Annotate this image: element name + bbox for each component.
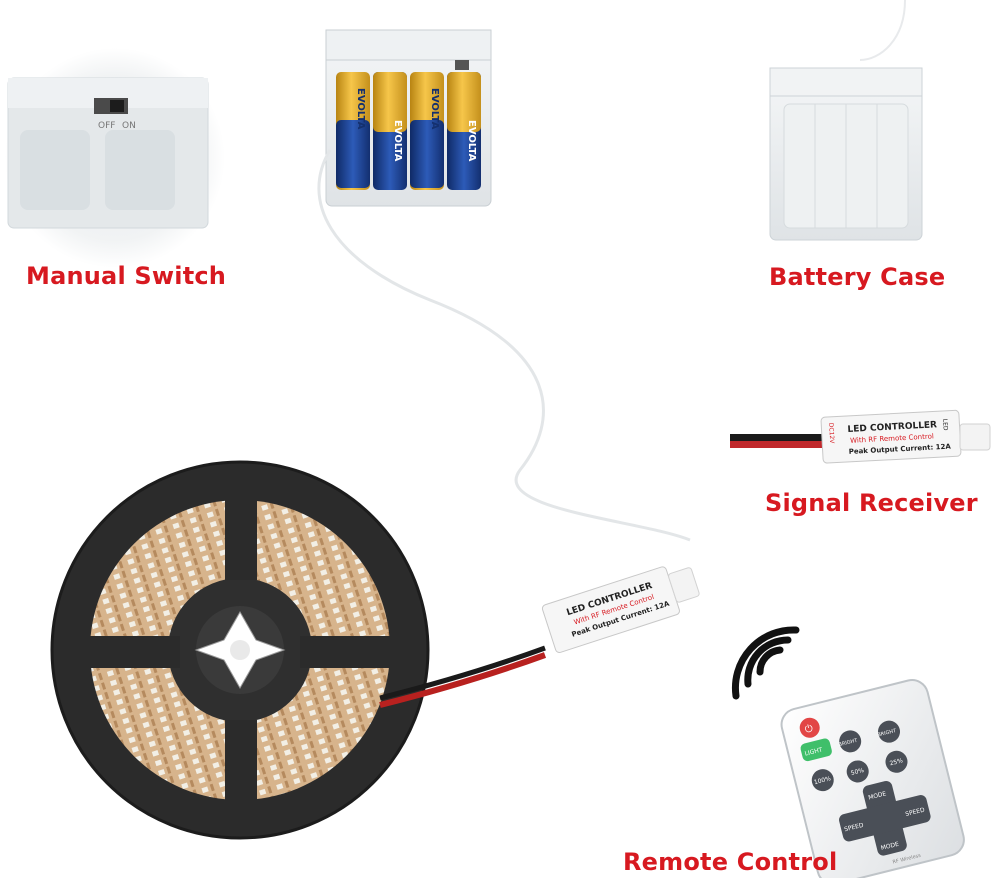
brightness-100-button	[811, 769, 834, 792]
switch-on-marking: ON	[122, 121, 136, 131]
brightness-50-label: 50%	[850, 767, 865, 777]
battery-2	[373, 72, 407, 190]
strip-wire	[379, 652, 547, 708]
switch-off-marking: OFF	[98, 121, 115, 131]
mode-up-label: MODE	[868, 790, 888, 801]
signal-receiver: LED CONTROLLER With RF Remote Control Pe…	[730, 409, 991, 464]
battery-4	[447, 72, 481, 190]
bright-plus-button	[877, 720, 900, 743]
signal-receiver-label: Signal Receiver	[765, 489, 978, 517]
remote-control: ⏻ LIGHT BRIGHT BRIGHT 100% 50% 25% MODE …	[731, 626, 965, 878]
speed-left-label: SPEED	[844, 822, 865, 834]
speed-right-label: SPEED	[905, 806, 926, 818]
battery-case-empty	[769, 67, 923, 241]
brightness-25-button	[885, 750, 908, 773]
battery-brand-2: EVOLTA	[392, 120, 403, 162]
wireless-signal-icon	[731, 626, 800, 700]
battery-pack-loaded: EVOLTA EVOLTA EVOLTA EVOLTA	[325, 29, 492, 207]
brightness-50-button	[846, 760, 869, 783]
bright-minus-button	[839, 730, 862, 753]
brightness-100-label: 100%	[813, 775, 832, 786]
battery-brand-4: EVOLTA	[466, 120, 477, 162]
receiver-title: LED CONTROLLER	[847, 420, 937, 435]
bright-minus-label: BRIGHT	[838, 737, 859, 748]
mode-down-label: MODE	[880, 841, 900, 852]
battery-1	[336, 72, 370, 190]
battery-brand-3: EVOLTA	[429, 88, 440, 130]
light-button-label: LIGHT	[804, 746, 823, 757]
power-button	[799, 717, 820, 738]
light-button	[800, 738, 832, 762]
battery-brand-1: EVOLTA	[355, 88, 366, 130]
svg-text:⏻: ⏻	[804, 723, 814, 736]
battery-3	[410, 72, 444, 190]
led-strip-reel	[50, 460, 430, 840]
bright-plus-label: BRIGHT	[877, 728, 898, 739]
brightness-25-label: 25%	[889, 757, 904, 767]
manual-switch-closeup: OFF ON	[5, 48, 225, 268]
receiver-port-right: LED	[941, 419, 949, 431]
battery-wire	[317, 149, 691, 542]
strip-controller: LED CONTROLLER With RF Remote Control Pe…	[541, 566, 700, 654]
battery-case-label: Battery Case	[769, 263, 946, 291]
receiver-port-left: DC12V	[827, 423, 835, 445]
manual-switch-label: Manual Switch	[26, 262, 227, 290]
remote-control-label: Remote Control	[623, 848, 838, 876]
